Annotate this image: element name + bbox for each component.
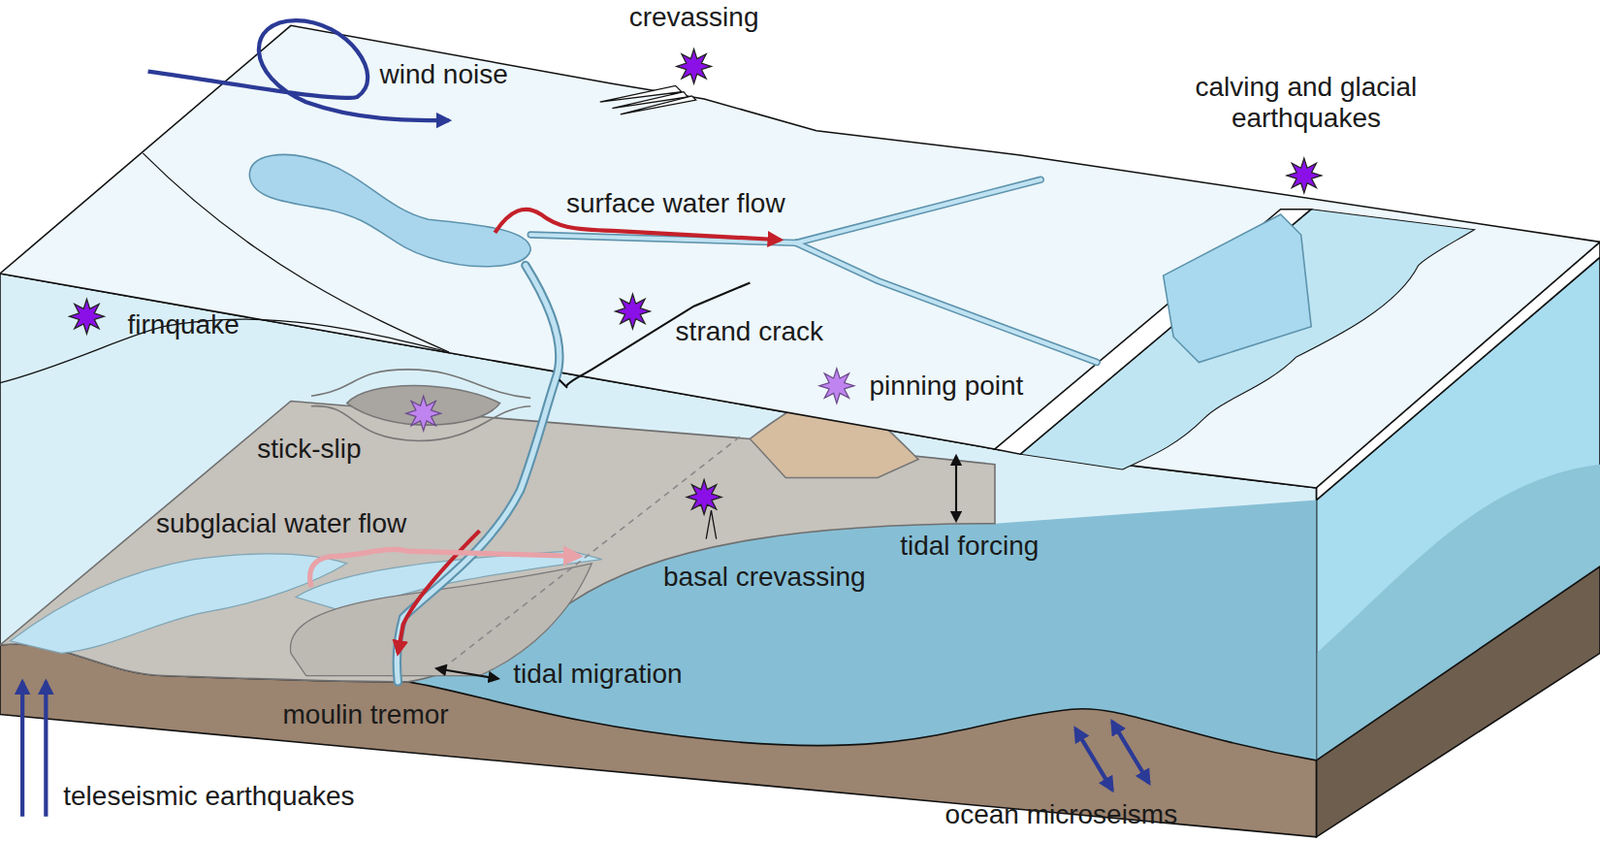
crevasse	[620, 96, 697, 115]
microseism-arrow	[1112, 721, 1150, 783]
annotation-label: surface water flow	[566, 188, 786, 220]
annotation-label: stick-slip	[256, 433, 361, 465]
basal-crevasse	[705, 510, 717, 539]
bed-side-face	[1315, 566, 1600, 837]
annotation-label: crevassing	[629, 1, 760, 33]
tidal-migration-arrow	[436, 668, 498, 679]
ice-surface	[0, 25, 1600, 488]
annotation-label: tidal forcing	[899, 530, 1039, 562]
annotation-label: ocean microseisms	[945, 799, 1179, 831]
strand-crack	[559, 379, 568, 387]
calving-front	[994, 209, 1312, 455]
stream-channels	[396, 179, 1097, 682]
annotation-label: calving and glacial earthquakes	[1165, 71, 1447, 134]
seismic-source-stars	[69, 49, 1322, 515]
ocean-surface	[1020, 209, 1474, 470]
annotation-label: teleseismic earthquakes	[63, 780, 354, 812]
annotation-label: basal crevassing	[663, 561, 866, 593]
supraglacial-lake	[249, 154, 531, 266]
microseism-arrow	[1075, 728, 1113, 790]
annotation-label: firnquake	[128, 309, 240, 341]
subglacial-flow-arrow	[310, 548, 580, 587]
tidal-forcing-arrow	[955, 455, 958, 520]
calving-block	[1163, 214, 1312, 363]
annotation-label: moulin tremor	[282, 699, 448, 731]
teleseismic-arrow	[20, 681, 25, 817]
teleseismic-arrow	[43, 681, 48, 817]
annotation-label: subglacial water flow	[156, 508, 407, 540]
annotation-label: tidal migration	[512, 658, 682, 690]
annotation-label: wind noise	[379, 59, 508, 91]
annotation-label: pinning point	[869, 370, 1024, 402]
annotation-label: strand crack	[675, 316, 825, 348]
